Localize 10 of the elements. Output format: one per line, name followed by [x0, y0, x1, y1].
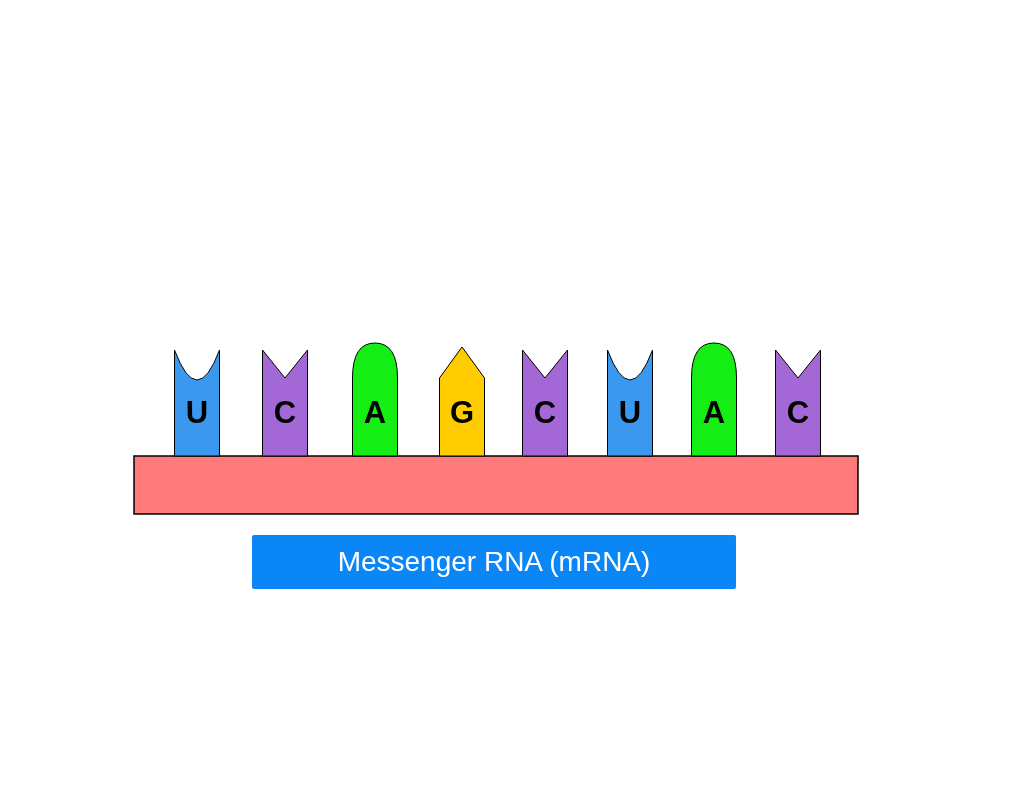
base-letter: C: [272, 396, 298, 430]
base-letter: U: [617, 396, 643, 430]
backbone-bar: [133, 455, 859, 515]
base-letter: A: [362, 396, 388, 430]
base-letter: C: [785, 396, 811, 430]
base-letter: U: [184, 396, 210, 430]
base-letter: C: [532, 396, 558, 430]
base-letter: A: [701, 396, 727, 430]
caption-banner: Messenger RNA (mRNA): [252, 535, 736, 589]
base-letter: G: [448, 396, 476, 430]
